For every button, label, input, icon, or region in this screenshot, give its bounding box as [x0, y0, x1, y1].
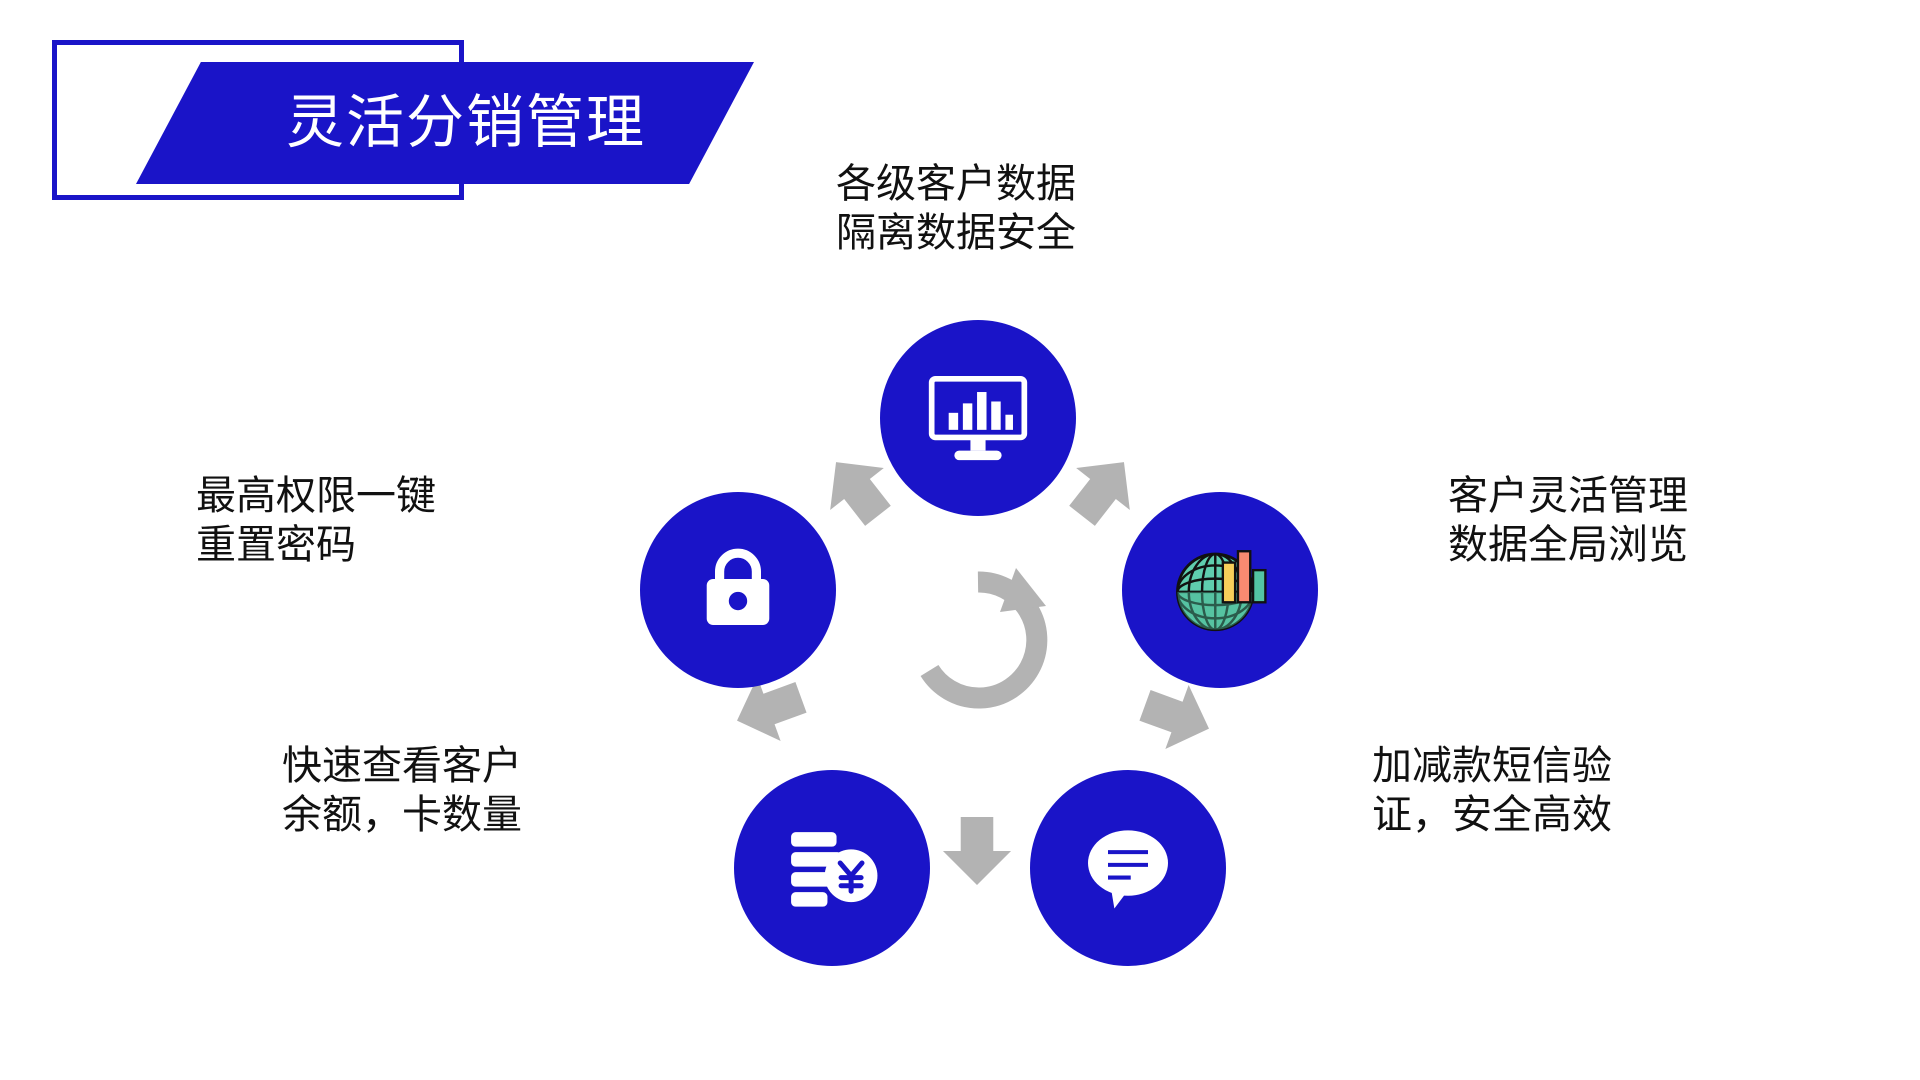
page-title: 灵活分销管理: [286, 90, 647, 155]
monitor-bar-chart-icon: [926, 371, 1030, 466]
node-label-top: 各级客户数据 隔离数据安全: [836, 162, 1076, 255]
chat-bubble-icon: [1078, 823, 1178, 914]
node-label-left: 最高权限一键 重置密码: [196, 474, 436, 567]
node-circle-left[interactable]: [640, 492, 836, 688]
node-label-bottom-left: 快速查看客户 余额，卡数量: [282, 744, 522, 837]
node-circle-bottom-left[interactable]: [734, 770, 930, 966]
arrow-right-to-bottom-right-icon: [1130, 670, 1225, 765]
arrow-bottom-right-to-bottom-left-icon: [940, 814, 1014, 888]
globe-bar-chart-icon: [1168, 538, 1272, 642]
lock-icon: [692, 544, 784, 636]
arrow-bottom-left-to-left-icon: [722, 662, 817, 757]
arrow-top-to-right-icon: [1051, 437, 1155, 541]
node-circle-top[interactable]: [880, 320, 1076, 516]
node-circle-right[interactable]: [1122, 492, 1318, 688]
coins-yuan-icon: [782, 823, 882, 914]
node-label-right: 客户灵活管理 数据全局浏览: [1448, 474, 1688, 567]
refresh-cycle-icon: [898, 560, 1058, 720]
title-parallelogram-shape: 灵活分销管理: [136, 62, 754, 184]
node-circle-bottom-right[interactable]: [1030, 770, 1226, 966]
arrow-left-to-top-icon: [805, 437, 909, 541]
node-label-bottom-right: 加减款短信验 证，安全高效: [1372, 744, 1612, 837]
title-banner: 灵活分销管理: [48, 30, 754, 210]
